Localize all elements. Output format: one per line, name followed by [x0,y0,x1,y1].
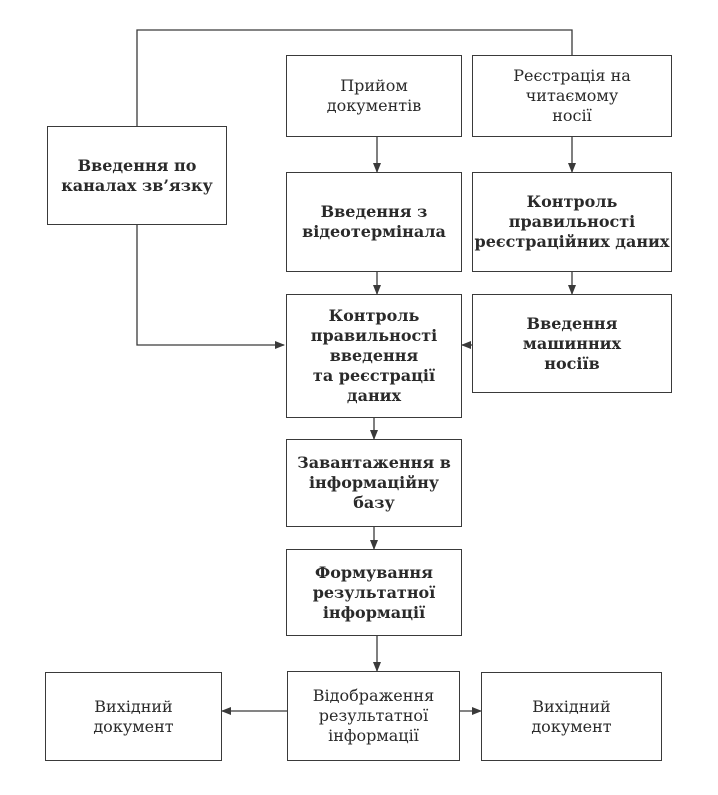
node-display: Відображення результатної інформації [287,671,460,761]
node-channel-input: Введення по каналах зв’язку [47,126,227,225]
node-loading: Завантаження в інформаційну базу [286,439,462,527]
node-machine-input: Введення машинних носіїв [472,294,672,393]
connector-top-loop [136,29,573,126]
node-registration-check: Контроль правильності реєстраційних дани… [472,172,672,272]
node-intake: Прийом документів [286,55,462,137]
node-terminal-input: Введення з відеотермінала [286,172,462,272]
node-forming: Формування результатної інформації [286,549,462,636]
node-output-left: Вихідний документ [45,672,222,761]
node-output-right: Вихідний документ [481,672,662,761]
node-registration: Реєстрація на читаємому носії [472,55,672,137]
node-input-check: Контроль правильності введення та реєстр… [286,294,462,418]
connector-channel-to-check [136,225,285,349]
